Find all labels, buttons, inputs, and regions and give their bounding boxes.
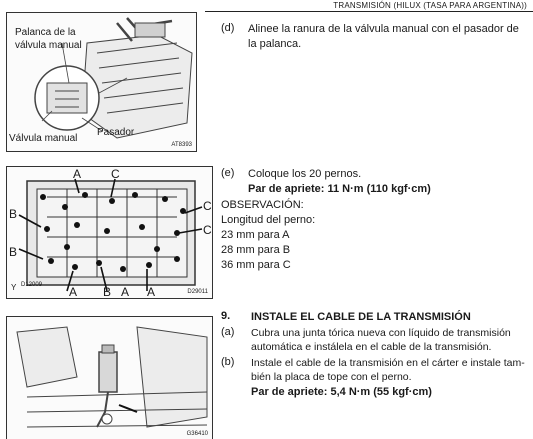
step-d-text2: la palanca.	[248, 38, 302, 50]
figure-transmission-cable: G36410	[6, 316, 213, 439]
section9-b-mark: (b)	[221, 356, 235, 368]
figure1-label-pasador: Pasador	[97, 127, 135, 138]
section9-title: INSTALE EL CABLE DE LA TRANSMISIÓN	[251, 311, 471, 323]
section9-a-line1: Cubra una junta tórica nueva con líquido…	[251, 327, 511, 339]
figure2-label-a-bottom1: A	[69, 285, 78, 299]
section9-b-line1: Instale el cable de la transmisión en el…	[251, 357, 525, 369]
figure1-label-palanca: Palanca de la	[15, 27, 76, 38]
step-e-a: 23 mm para A	[221, 229, 290, 241]
figure2-label-c-top: C	[111, 167, 120, 181]
figure1-code: AT8393	[171, 142, 192, 148]
figure2-code-right: D29011	[187, 289, 208, 295]
figure2-label-y: Y	[11, 283, 17, 292]
step-d-text1: Alinee la ranura de la válvula manual co…	[248, 23, 519, 35]
page-header: TRANSMISIÓN (HILUX (TASA PARA ARGENTINA)…	[205, 0, 533, 12]
step-e-text: Coloque los 20 pernos.	[248, 168, 362, 180]
figure2-label-b-bottom: B	[103, 285, 112, 299]
figure2-label-a-top: A	[73, 167, 82, 181]
step-e-length: Longitud del perno:	[221, 214, 316, 226]
figure2-label-b-left2: B	[9, 245, 18, 259]
section9-b-line2: bién la placa de tope con el perno.	[251, 371, 412, 383]
figure2-label-a-bottom3: A	[147, 285, 156, 299]
step-e-c: 36 mm para C	[221, 259, 291, 271]
section9-number: 9.	[221, 310, 231, 322]
valve-body-illustration	[18, 178, 203, 292]
step-e-torque: Par de apriete: 11 N·m (110 kgf·cm)	[248, 183, 431, 195]
step-e-b: 28 mm para B	[221, 244, 291, 256]
figure1-label-valvula-manual: Válvula manual	[9, 133, 78, 144]
step-d-mark: (d)	[221, 22, 235, 34]
transmission-cable-illustration	[16, 326, 208, 428]
step-e-note: OBSERVACIÓN:	[221, 199, 304, 211]
section9-a-line2: automática e instálela en el cable de la…	[251, 341, 492, 353]
figure2-code-left: D12009	[21, 282, 43, 288]
figure2-label-c-right2: C	[203, 223, 212, 237]
manual-valve-illustration	[34, 17, 193, 139]
figure3-code: G36410	[186, 431, 208, 437]
figure1-label-valvula: válvula manual	[15, 40, 82, 51]
section9-a-mark: (a)	[221, 326, 235, 338]
figure-manual-valve: Palanca de la válvula manual Válvula man…	[6, 12, 197, 152]
figure2-label-b-left: B	[9, 207, 18, 221]
figure2-label-c-right: C	[203, 199, 212, 213]
figure2-label-a-bottom2: A	[121, 285, 130, 299]
section9-torque: Par de apriete: 5,4 N·m (55 kgf·cm)	[251, 386, 432, 398]
figure-bolt-layout: A C B B C C Y A B A A D12009 D29011	[6, 166, 213, 299]
step-e-mark: (e)	[221, 167, 235, 179]
